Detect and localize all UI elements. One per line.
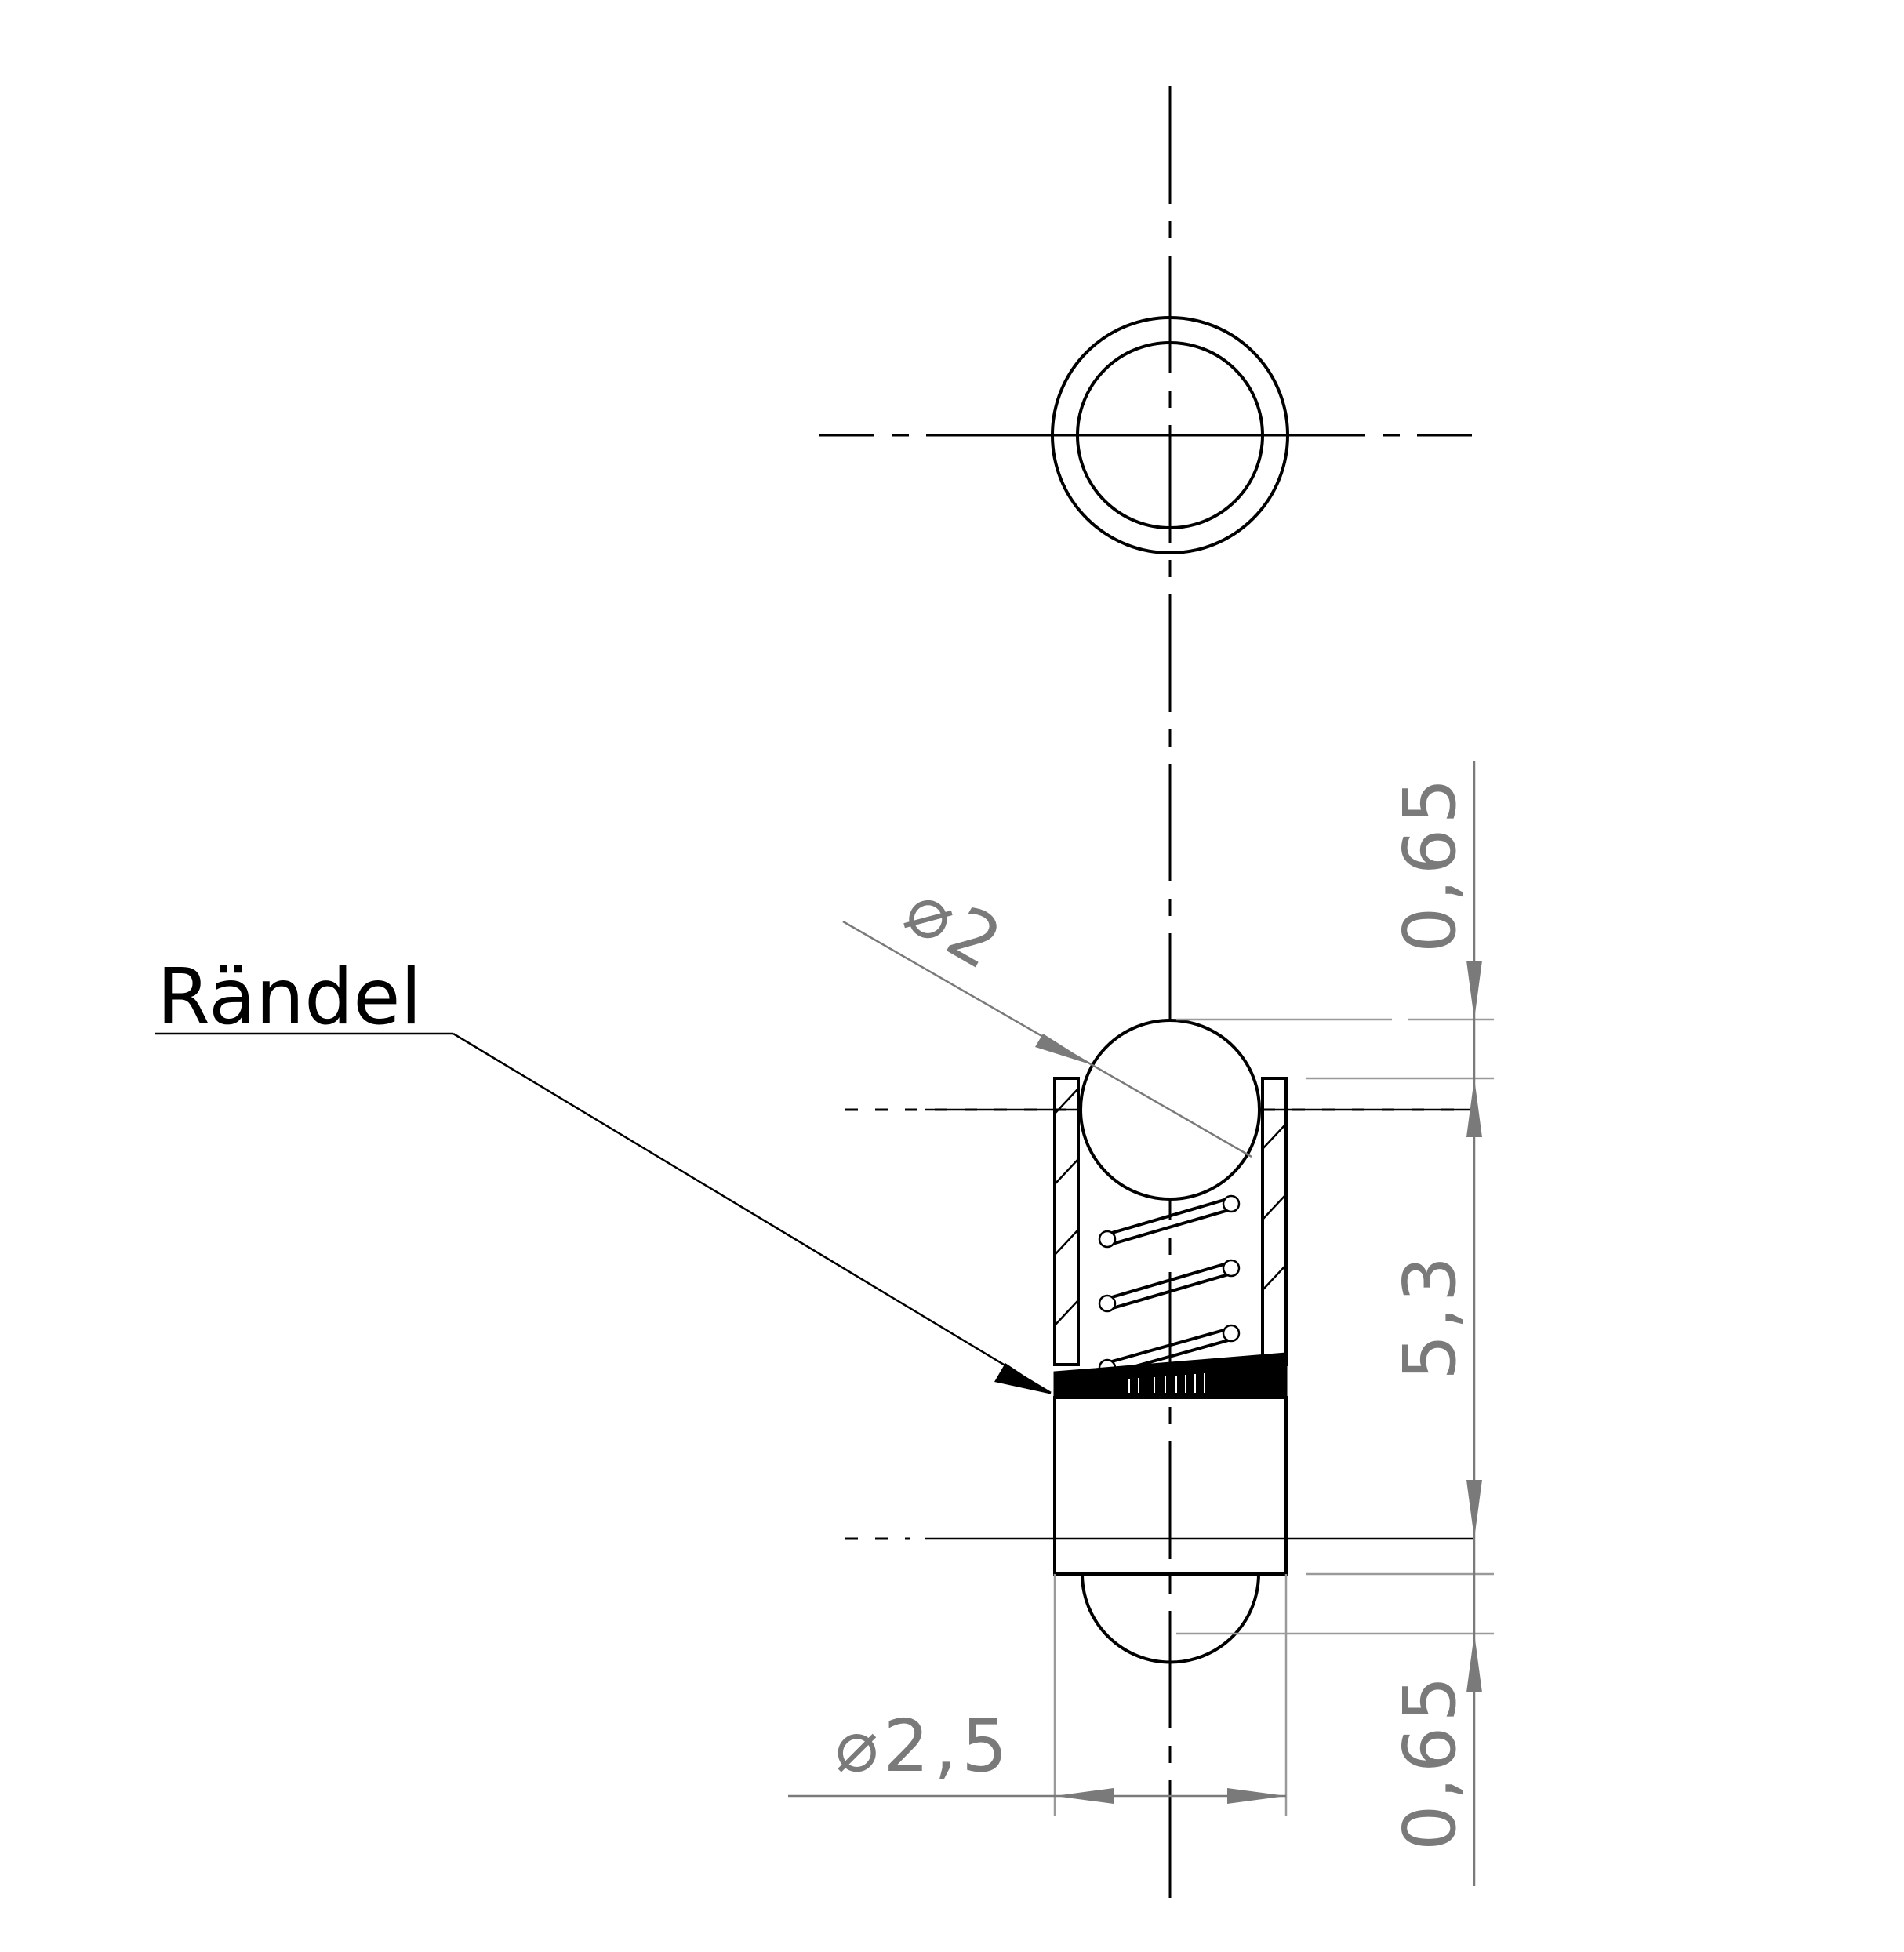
arrow-body-diameter-right bbox=[1227, 1788, 1286, 1804]
arrow-body-top bbox=[1466, 1078, 1482, 1137]
top-view-outer-circle bbox=[1051, 316, 1289, 554]
arrow-top-protrusion bbox=[1466, 961, 1482, 1020]
hatch-left-2 bbox=[1054, 1158, 1079, 1185]
dim-body-length: 5,3 bbox=[1388, 1252, 1472, 1380]
callout-label-randel: Rändel bbox=[157, 953, 422, 1042]
hatch-right-2 bbox=[1262, 1194, 1287, 1220]
knurl-marks bbox=[1128, 1373, 1205, 1393]
hatch-right-3 bbox=[1262, 1264, 1287, 1291]
hatch-left-4 bbox=[1054, 1300, 1079, 1326]
callout-leader bbox=[452, 1032, 1052, 1394]
hatch-left-3 bbox=[1054, 1229, 1079, 1256]
bottom-dome bbox=[1081, 1573, 1260, 1664]
arrow-body-diameter-left bbox=[1055, 1788, 1114, 1804]
callout: Rändel bbox=[155, 953, 1052, 1394]
housing-lower-body bbox=[1053, 1396, 1288, 1576]
housing-wall-left bbox=[1053, 1077, 1080, 1366]
knurl-band bbox=[1053, 1352, 1288, 1399]
arrow-bottom-protrusion bbox=[1466, 1634, 1482, 1692]
dim-body-diameter: ⌀2,5 bbox=[835, 1704, 1012, 1788]
spring bbox=[1098, 1194, 1241, 1377]
callout-arrowhead bbox=[994, 1363, 1052, 1394]
arrow-body-bottom bbox=[1466, 1480, 1482, 1539]
section-view bbox=[845, 1019, 1474, 1664]
arrow-sphere-diameter bbox=[1035, 1034, 1092, 1065]
hatch-right-1 bbox=[1262, 1123, 1287, 1150]
top-view-inner-circle bbox=[1076, 341, 1264, 529]
dimensions: 0,65 5,3 0,65 ⌀2 ⌀2,5 bbox=[788, 761, 1494, 1886]
dim-sphere-diameter: ⌀2 bbox=[892, 866, 1019, 988]
dim-bottom-protrusion: 0,65 bbox=[1388, 1671, 1472, 1851]
top-view bbox=[819, 86, 1525, 1914]
hatch-left-1 bbox=[1054, 1088, 1079, 1114]
housing-wall-right bbox=[1261, 1077, 1288, 1366]
dim-top-protrusion: 0,65 bbox=[1388, 773, 1472, 953]
